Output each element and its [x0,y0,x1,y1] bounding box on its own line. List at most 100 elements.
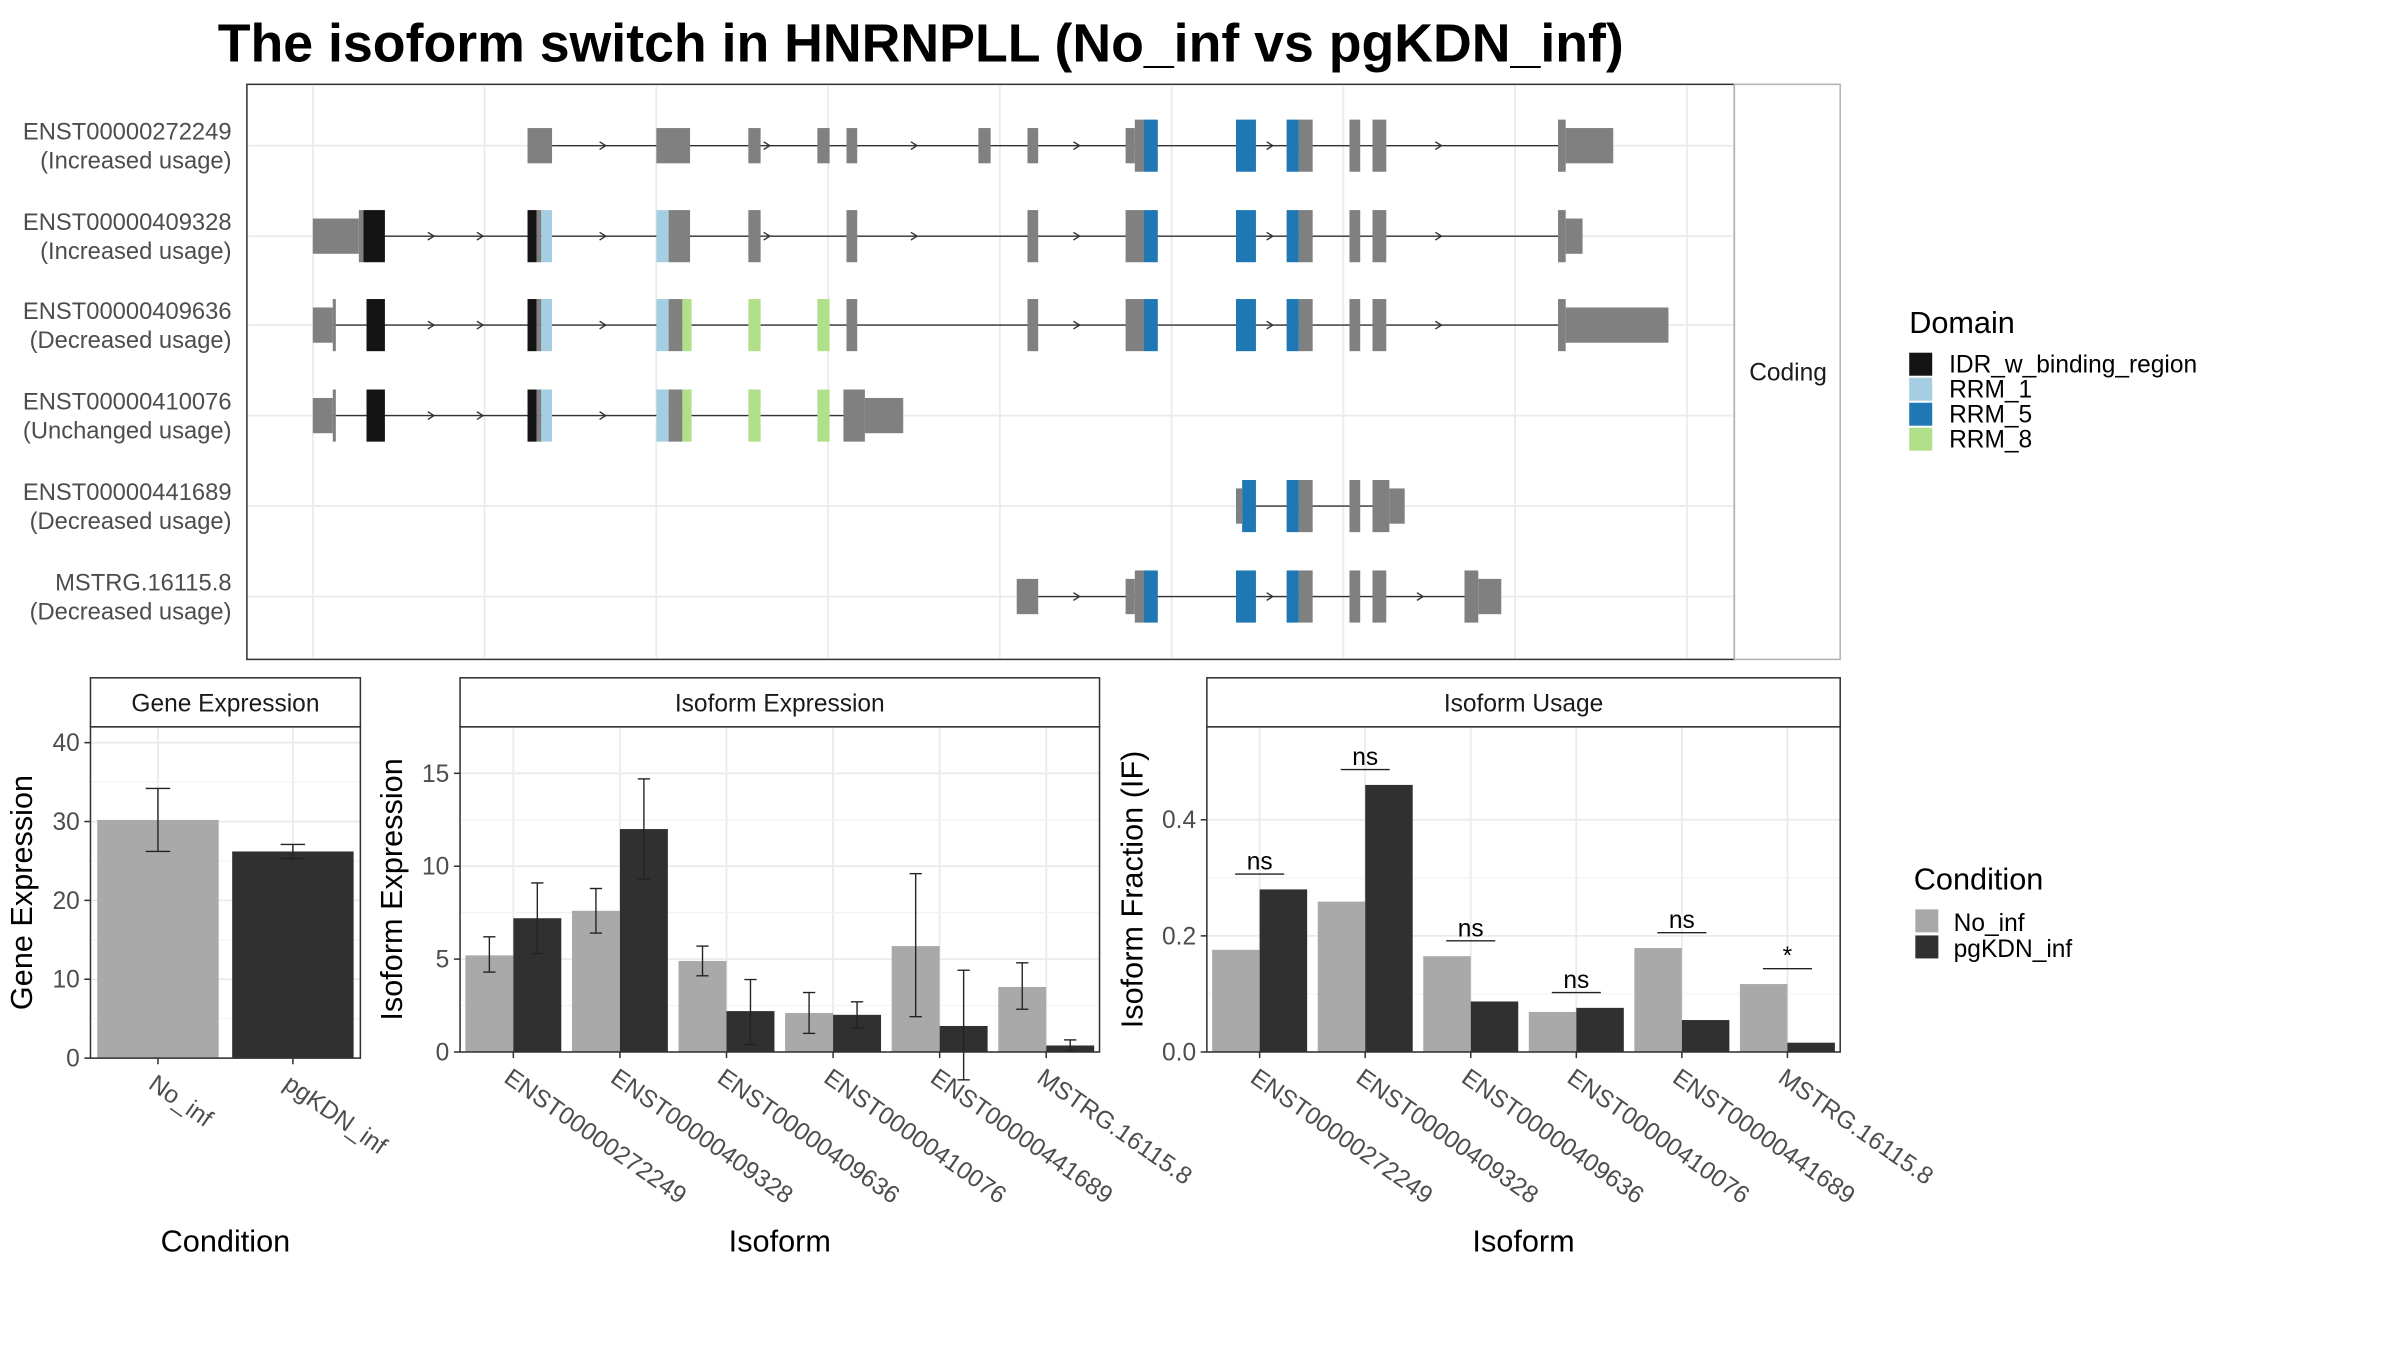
domain-IDR_w_binding_region [363,210,385,263]
bar [1317,901,1366,1052]
domain-RRM_5 [1236,119,1256,172]
exon [1372,570,1387,623]
intron-arrow [1266,320,1275,330]
y-tick-label: 0.0 [1162,1039,1196,1066]
bar [1739,984,1788,1052]
domain-legend-title: Domain [1909,306,2015,340]
domain-legend-swatch [1909,352,1933,376]
intron-arrow [427,320,436,330]
intron-arrow [1266,592,1275,601]
exon [1125,578,1135,615]
domain-RRM_5 [1236,210,1256,263]
condition-legend-label: pgKDN_inf [1954,936,2073,963]
domain-legend-swatch [1909,402,1933,426]
exon [1298,119,1313,172]
domain-RRM_5 [1286,570,1299,623]
intron-arrow [599,320,608,330]
bar [1634,948,1682,1052]
exon [1349,570,1361,623]
transcript-usage-label: (Decreased usage) [30,599,232,626]
significance-label: ns [1352,744,1378,771]
transcript-row [1236,479,1405,533]
domain-RRM_8 [748,389,761,442]
exon [1565,307,1669,343]
exon [817,128,830,164]
domain-IDR_w_binding_region [527,389,537,442]
exon [1134,570,1144,623]
transcript-row [312,299,1669,352]
domain-legend-swatch [1909,427,1933,451]
transcript-row [527,119,1614,172]
plot-border [459,726,1101,1053]
exon [1565,128,1614,164]
domain-legend-label: RRM_8 [1949,427,2032,454]
exon [1372,299,1387,352]
x-tick-label: ENST00000272249 [1245,1064,1437,1210]
y-tick-label: 0 [436,1039,450,1066]
domain-legend-label: IDR_w_binding_region [1949,352,2197,379]
exon [1125,128,1135,164]
domain-RRM_8 [817,299,830,352]
panel-title: Isoform Usage [1444,691,1603,718]
intron-arrow [476,411,485,420]
domain-IDR_w_binding_region [527,299,537,352]
exon [527,128,553,164]
domain-IDR_w_binding_region [366,389,385,442]
exon [1134,119,1144,172]
panel-title: Isoform Expression [675,691,885,718]
transcript-id-label: ENST00000441689 [23,479,232,506]
exon [1372,210,1387,263]
x-tick-label: ENST00000441689 [925,1064,1117,1210]
condition-legend-swatch [1915,935,1939,959]
transcript-id-label: MSTRG.16115.8 [55,569,231,596]
domain-RRM_5 [1286,210,1299,263]
significance-label: ns [1458,915,1484,942]
domain-RRM_5 [1143,210,1158,263]
domain-RRM_5 [1143,119,1158,172]
exon [1372,119,1387,172]
intron-arrow [476,320,485,330]
domain-IDR_w_binding_region [366,299,385,352]
exon [1298,479,1313,533]
bar [1212,949,1260,1052]
domain-RRM_8 [748,299,761,352]
panel-strip [459,677,1101,728]
domain-RRM_5 [1286,119,1299,172]
panel-strip [1206,677,1841,728]
domain-RRM_8 [682,389,692,442]
exon [1558,299,1566,352]
exon [1298,210,1313,263]
exon [843,389,865,442]
intron-arrow [599,411,608,420]
y-tick-label: 10 [422,854,449,881]
intron-arrow [427,411,436,420]
exon [312,307,333,343]
bar [97,819,219,1059]
x-axis-title: Isoform [1472,1224,1574,1258]
x-tick-label: ENST00000272249 [499,1064,691,1210]
bar [1423,956,1471,1052]
x-axis-title: Isoform [729,1224,831,1258]
transcript-usage-label: (Increased usage) [40,148,231,175]
exon [668,210,691,263]
intron-arrow [1266,231,1275,241]
intron-arrow [1073,231,1081,241]
y-tick-label: 20 [52,888,79,915]
x-tick-label: ENST00000409636 [712,1064,904,1210]
intron-arrow [1073,141,1081,151]
domain-RRM_5 [1143,570,1158,623]
bar [1528,1011,1577,1052]
intron-arrow [1434,320,1443,330]
exon [1389,488,1405,524]
domain-RRM_5 [1236,299,1256,352]
transcript-labels: ENST00000272249(Increased usage)ENST0000… [23,119,232,626]
exon [1298,299,1313,352]
exon [1372,479,1390,533]
bar [232,851,354,1059]
gene-structure-panel: Coding ENST00000272249(Increased usage)E… [23,83,1841,661]
